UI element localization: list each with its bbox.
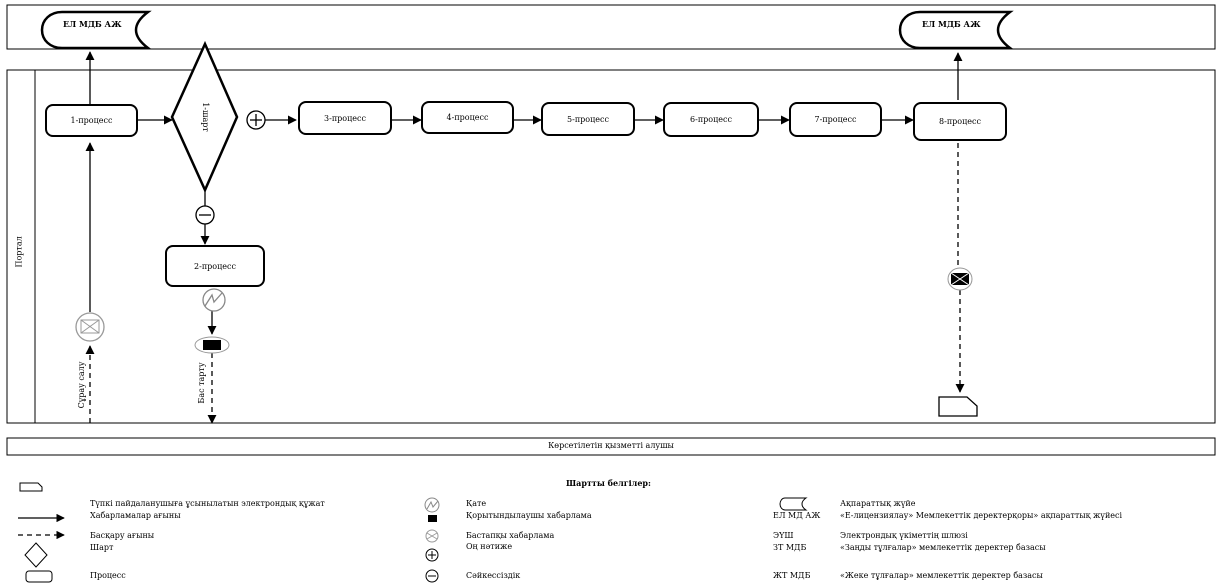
legend-process-icon <box>25 570 53 583</box>
process-5[interactable]: 5-процесс <box>541 102 635 136</box>
legend-right-1: «Е-лицензиялау» Мемлекеттік деректерқоры… <box>840 511 1123 520</box>
process-6[interactable]: 6-процесс <box>663 102 759 137</box>
minus-icon <box>195 205 215 225</box>
legend-left-4: Процесс <box>90 571 126 580</box>
process-1-label: 1-процесс <box>70 116 113 125</box>
legend-mid-4: Сәйкессіздік <box>466 571 521 580</box>
consumer-lane <box>6 437 1216 456</box>
is-label-left: ЕЛ МДБ АЖ <box>63 19 122 29</box>
process-4[interactable]: 4-процесс <box>421 101 514 134</box>
legend-left-3: Шарт <box>90 543 114 552</box>
process-6-label: 6-процесс <box>690 115 732 124</box>
legend-plus-icon <box>425 548 439 562</box>
edge-label-request: Сұрау салу <box>77 361 86 409</box>
lane-label-consumer: Көрсетілетін қызметті алушы <box>548 441 674 450</box>
legend-left-0: Түпкі пайдаланушыға ұсынылатын электронд… <box>90 499 325 508</box>
info-system-shape-right <box>898 10 1014 50</box>
legend-mid-2: Бастапқы хабарлама <box>466 531 555 540</box>
process-8[interactable]: 8-процесс <box>913 102 1007 141</box>
legend-right-3: «Заңды тұлғалар» мемлекеттік деректер ба… <box>840 543 1046 552</box>
process-1[interactable]: 1-процесс <box>45 104 138 137</box>
legend-error-icon <box>424 497 440 513</box>
is-label-right: ЕЛ МДБ АЖ <box>922 19 981 29</box>
legend-mid-1: Қорытындылаушы хабарлама <box>466 511 592 520</box>
legend-document-icon <box>19 482 43 492</box>
legend-right-2: Электрондық үкіметтің шлюзі <box>840 531 968 540</box>
legend-message-black-icon <box>428 515 437 522</box>
process-4-label: 4-процесс <box>446 113 489 122</box>
process-2-label: 2-процесс <box>194 261 236 271</box>
legend-right-abbr-3: ЗТ МДБ <box>773 543 807 552</box>
message-black-icon <box>194 336 230 354</box>
legend-right-4: «Жеке тұлғалар» мемлекеттік деректер баз… <box>840 571 1043 580</box>
process-7[interactable]: 7-процесс <box>789 102 882 137</box>
legend-diamond-icon <box>24 542 48 568</box>
is-lane <box>6 4 1216 50</box>
message-black-icon <box>947 267 973 291</box>
process-8-label: 8-процесс <box>939 117 981 126</box>
legend-mid-0: Қате <box>466 499 487 508</box>
process-7-label: 7-процесс <box>814 115 857 124</box>
info-system-shape-left <box>40 10 152 50</box>
legend-left-2: Басқару ағыны <box>90 531 155 540</box>
legend-system-icon <box>779 497 808 511</box>
document-icon <box>938 396 978 417</box>
process-5-label: 5-процесс <box>567 114 609 124</box>
legend-right-abbr-4: ЖТ МДБ <box>773 571 811 580</box>
legend-minus-icon <box>425 569 439 583</box>
legend-title: Шартты белгілер: <box>566 478 651 488</box>
legend-right-0: Ақпараттық жүйе <box>840 499 916 508</box>
legend-left-1: Хабарламалар ағыны <box>90 511 181 520</box>
start-message-icon <box>75 312 105 342</box>
legend-right-abbr-2: ЭҮШ <box>773 531 794 540</box>
error-icon <box>202 288 226 312</box>
legend-start-message-icon <box>425 529 439 543</box>
lane-label-portal: Портал <box>14 236 24 268</box>
condition-label: 1-шарт <box>201 102 210 132</box>
portal-lane <box>6 69 1216 424</box>
process-3-label: 3-процесс <box>324 113 366 123</box>
legend-mid-3: Оң нәтиже <box>466 542 513 551</box>
plus-icon <box>246 110 266 130</box>
process-3[interactable]: 3-процесс <box>298 101 392 135</box>
legend-right-abbr-1: ЕЛ МД АЖ <box>773 511 821 520</box>
edge-label-refuse: Бас тарту <box>197 362 206 404</box>
process-2[interactable]: 2-процесс <box>165 245 265 287</box>
